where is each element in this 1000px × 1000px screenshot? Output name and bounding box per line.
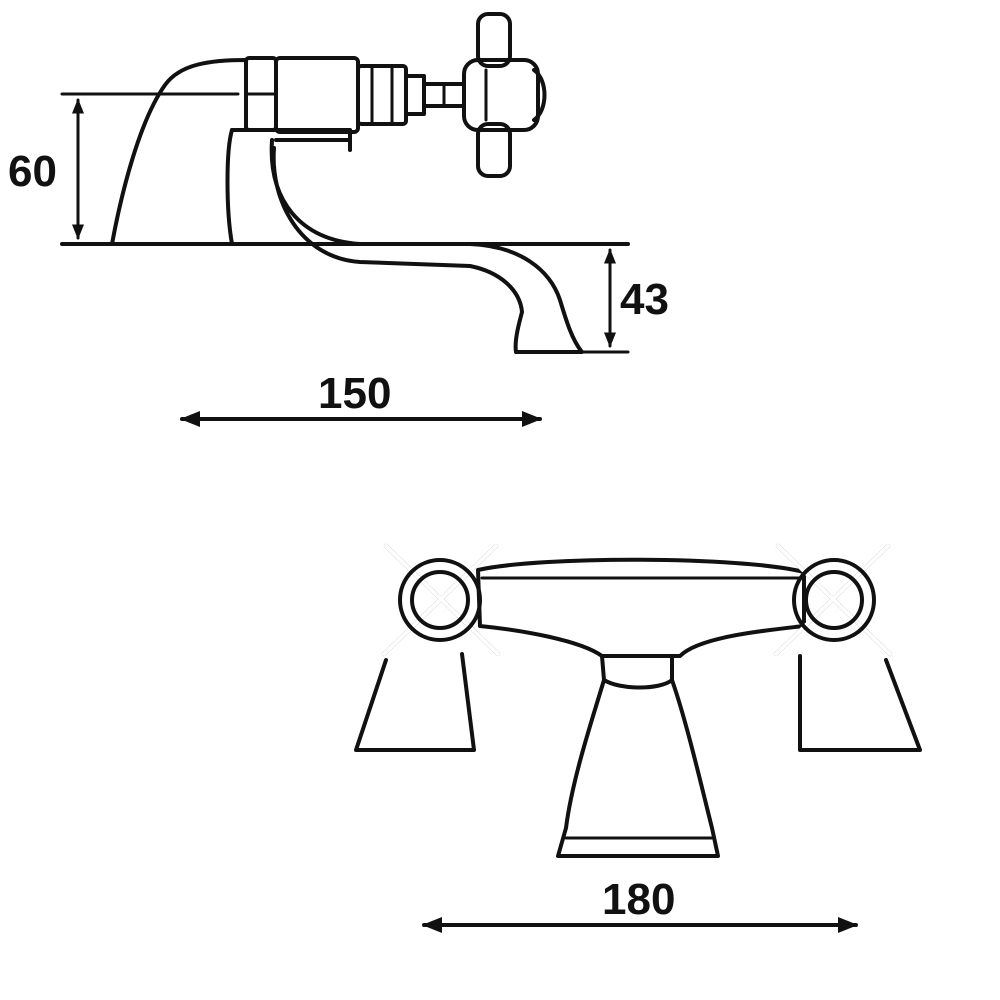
- side-valve-body: [274, 56, 360, 134]
- side-hex-nut: [244, 56, 278, 132]
- side-body: [110, 58, 248, 246]
- dim-label-180: 180: [602, 875, 675, 924]
- dim-label-60: 60: [8, 147, 57, 196]
- dim-label-150: 150: [318, 369, 391, 418]
- front-center-spout: [556, 654, 720, 858]
- front-left-pillar: [354, 652, 476, 752]
- dim-label-43: 43: [620, 275, 669, 324]
- dim-height-60: 60: [8, 92, 240, 240]
- front-left-crosshead: [382, 544, 500, 656]
- dim-drop-43: 43: [580, 248, 669, 354]
- dim-width-180: 180: [422, 875, 858, 933]
- front-view: 180: [354, 544, 922, 933]
- side-crosshead-handle: [462, 12, 547, 178]
- side-shroud-nut: [356, 64, 408, 126]
- dim-length-150: 150: [180, 369, 542, 427]
- side-view: 60 43 150: [8, 12, 669, 427]
- side-spindle: [404, 74, 466, 116]
- front-bridge: [476, 557, 806, 658]
- front-right-pillar: [798, 654, 922, 752]
- front-right-crosshead: [774, 544, 892, 656]
